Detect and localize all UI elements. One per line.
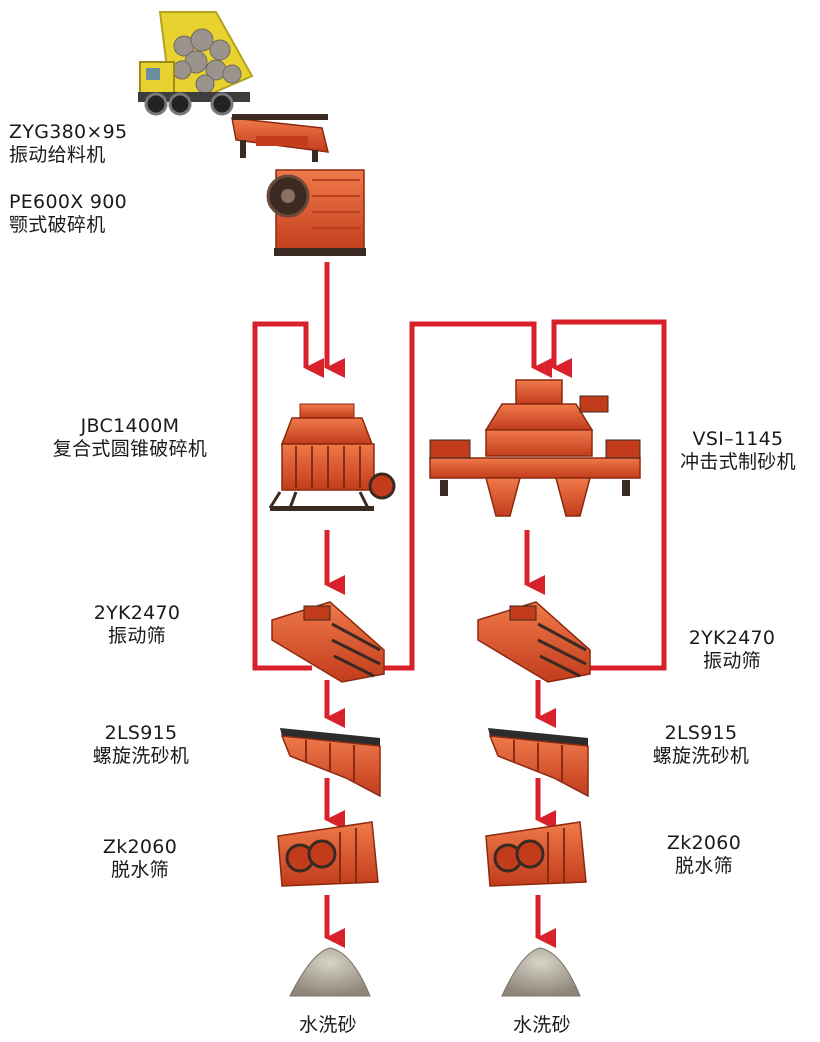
sand-washer-icon [280,728,381,798]
product-left-label: 水洗砂 [299,1014,357,1036]
screen-left-name: 振动筛 [108,625,166,647]
cone-crusher-icon [268,403,396,511]
feeder-name: 振动给料机 [9,144,106,166]
cone-crusher-label: JBC1400M 复合式圆锥破碎机 [40,415,220,461]
feeder-model: ZYG380×95 [9,121,128,143]
vibrating-feeder-icon [231,114,329,162]
dewater-left-name: 脱水筛 [111,859,169,881]
dewater-right-name: 脱水筛 [675,855,733,877]
dewatering-screen-icon [485,821,587,887]
dewatering-screen-icon [277,821,379,887]
screen-left-model: 2YK2470 [93,602,181,624]
vibrating-screen-icon [477,601,591,683]
jaw-crusher-icon [266,169,366,256]
screen-right-model: 2YK2470 [688,627,776,649]
washer-right-name: 螺旋洗砂机 [652,745,750,767]
jaw-crusher-model: PE600X 900 [9,191,128,213]
dewater-right-model: Zk2060 [666,832,742,854]
flow-screen-right-return [551,319,667,671]
sand-maker-name: 冲击式制砂机 [680,451,796,473]
washer-right-model: 2LS915 [664,722,738,744]
jaw-crusher-name: 颚式破碎机 [9,214,106,236]
feeder-label: ZYG380×95 振动给料机 [9,121,127,167]
screen-right-label: 2YK2470 振动筛 [672,627,792,673]
screen-left-label: 2YK2470 振动筛 [82,602,192,648]
vsi-sand-maker-icon [429,379,641,517]
sand-washer-icon [488,728,589,798]
sand-maker-label: VSI–1145 冲击式制砂机 [668,428,808,474]
jaw-crusher-label: PE600X 900 颚式破碎机 [9,191,127,237]
dewater-right-label: Zk2060 脱水筛 [652,832,756,878]
sand-pile-icon [501,947,581,997]
dewater-left-label: Zk2060 脱水筛 [88,836,192,882]
washer-left-model: 2LS915 [104,722,178,744]
flow-lines [252,262,667,948]
washer-left-label: 2LS915 螺旋洗砂机 [78,722,204,768]
flow-screen-left-to-vsi [383,321,552,671]
washer-right-label: 2LS915 螺旋洗砂机 [638,722,764,768]
flow-screen-left-return [252,321,324,671]
cone-crusher-model: JBC1400M [80,415,180,437]
product-right-label: 水洗砂 [513,1014,571,1036]
dump-truck-icon [138,11,254,116]
cone-crusher-name: 复合式圆锥破碎机 [52,438,208,460]
vibrating-screen-icon [271,601,385,683]
sand-maker-model: VSI–1145 [692,428,784,450]
sand-pile-icon [289,947,371,997]
screen-right-name: 振动筛 [703,650,761,672]
dewater-left-model: Zk2060 [102,836,178,858]
washer-left-name: 螺旋洗砂机 [92,745,190,767]
